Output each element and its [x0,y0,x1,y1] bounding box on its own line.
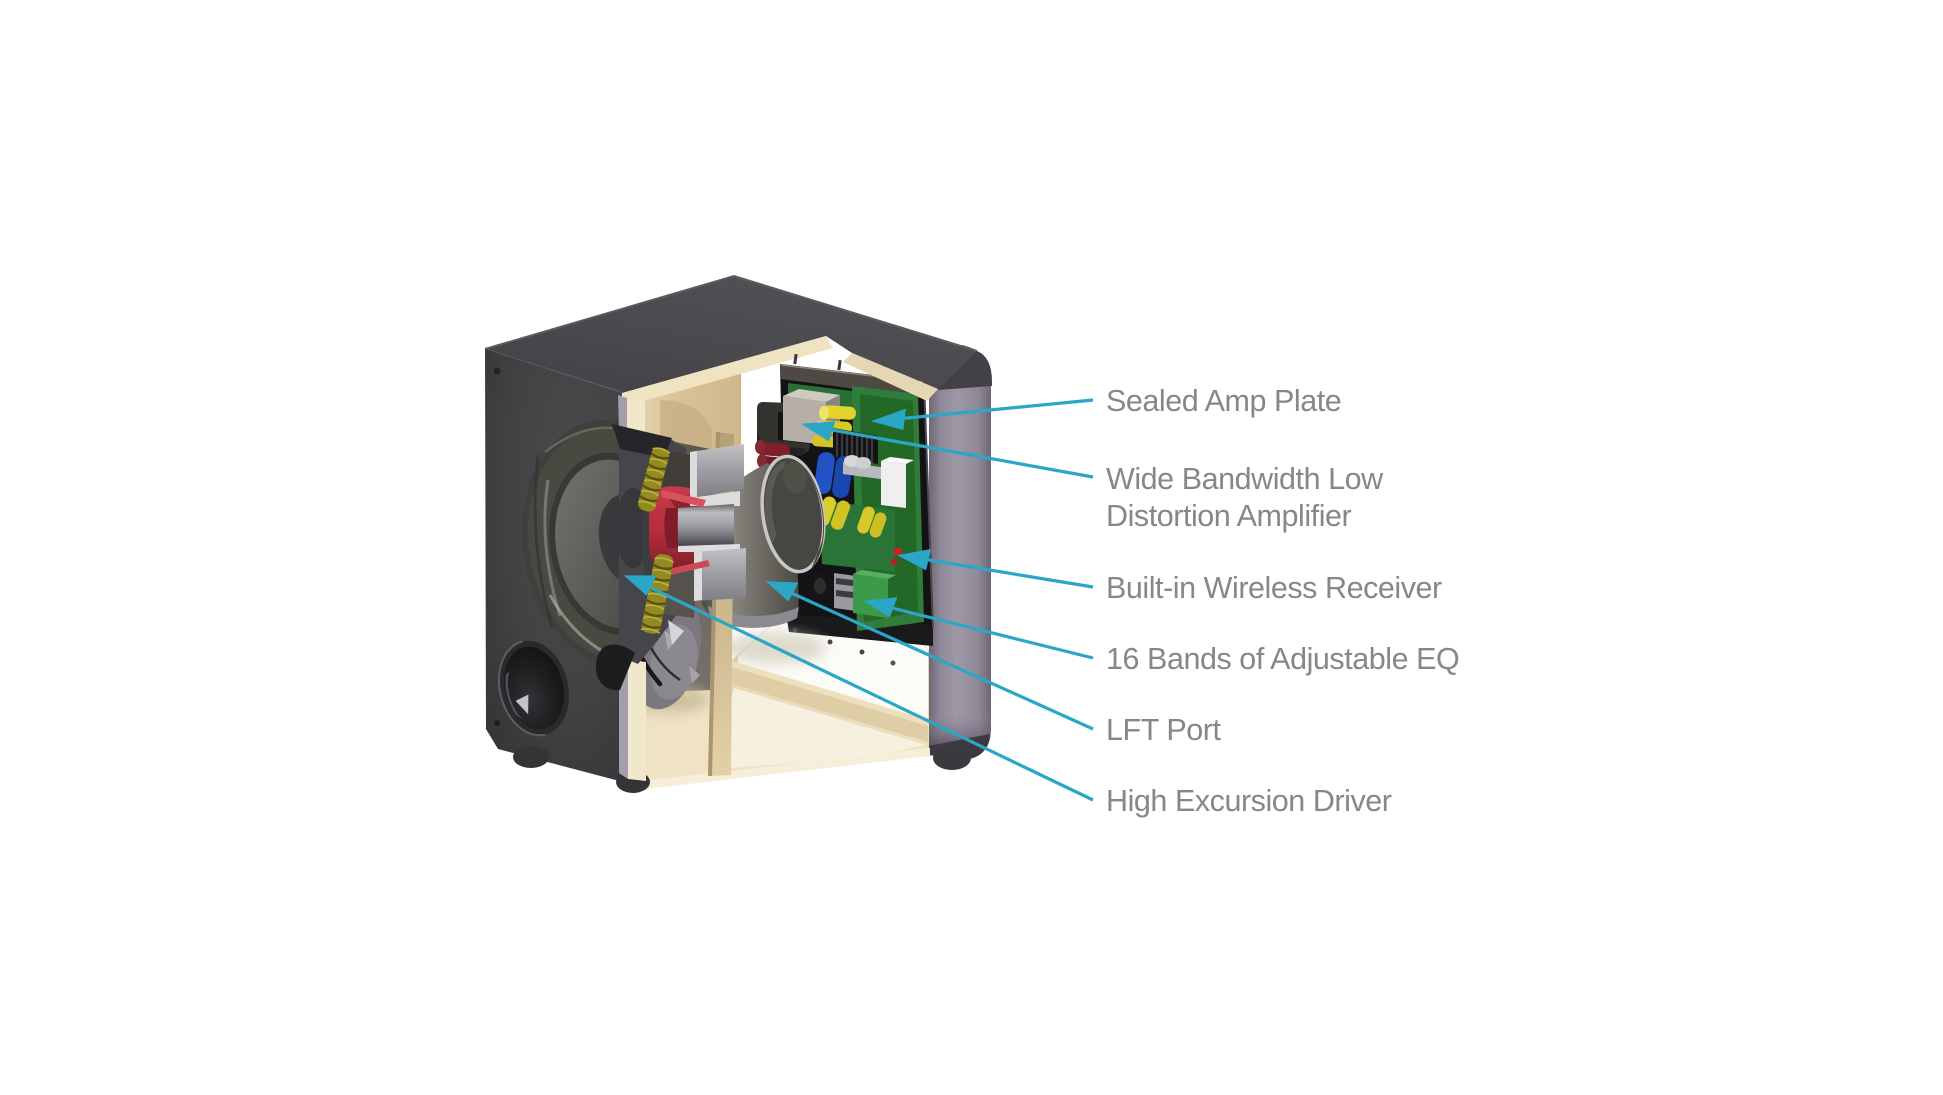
svg-text:LFT Port: LFT Port [1106,713,1221,747]
svg-text:16 Bands of Adjustable EQ: 16 Bands of Adjustable EQ [1106,642,1459,676]
svg-text:Wide Bandwidth Low: Wide Bandwidth Low [1106,462,1384,496]
svg-text:Sealed Amp Plate: Sealed Amp Plate [1106,384,1341,418]
svg-text:Built-in Wireless Receiver: Built-in Wireless Receiver [1106,571,1442,605]
svg-text:High Excursion Driver: High Excursion Driver [1106,784,1392,818]
svg-text:Distortion Amplifier: Distortion Amplifier [1106,499,1352,533]
